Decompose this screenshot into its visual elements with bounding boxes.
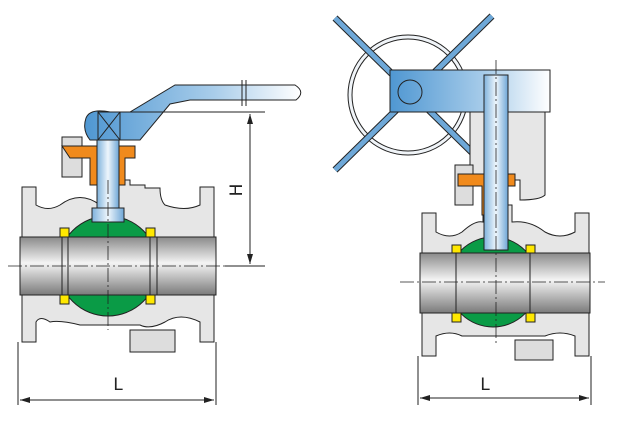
height-label: H <box>227 184 247 197</box>
right-bore <box>419 252 591 314</box>
left-length-label: L <box>113 375 123 395</box>
left-bolt-bottom <box>129 329 176 353</box>
left-valve: H L <box>8 80 302 405</box>
left-handle <box>84 84 302 141</box>
right-valve: L <box>332 13 605 405</box>
gearbox <box>389 69 551 113</box>
right-bolt-bottom <box>514 339 554 361</box>
right-length-label: L <box>480 375 490 395</box>
